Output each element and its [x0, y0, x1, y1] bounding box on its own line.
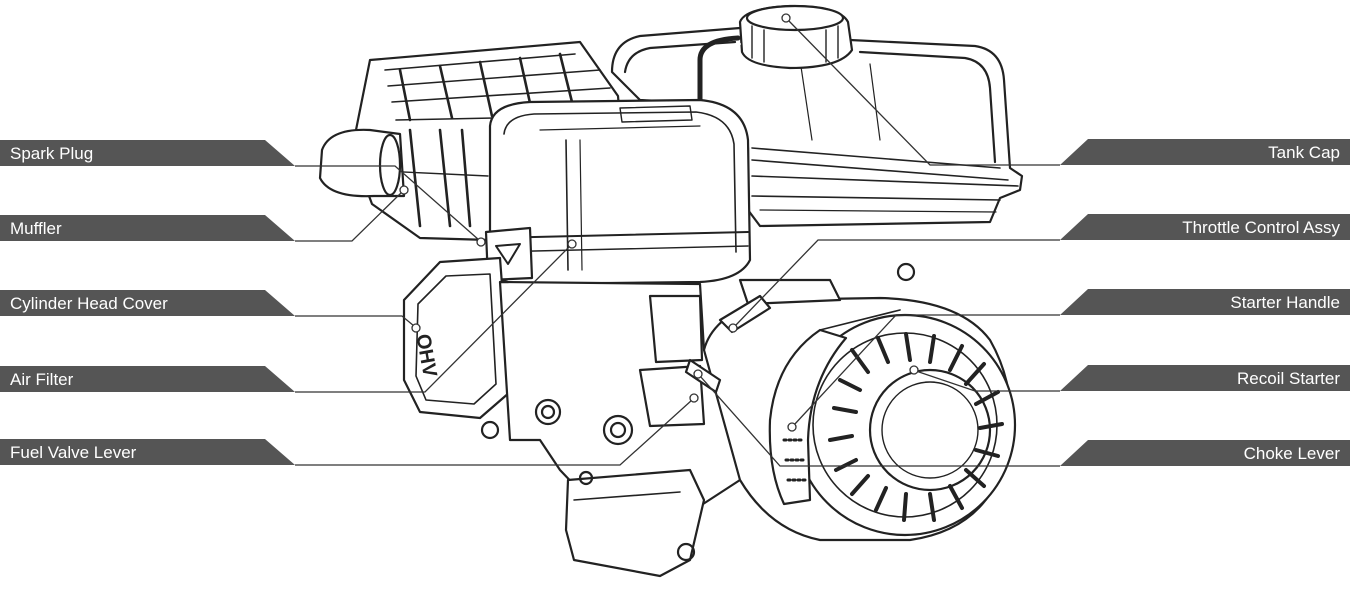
dot-throttle-control	[728, 323, 738, 333]
base-mount-drawing	[564, 468, 706, 578]
dot-fuel-valve-lever	[689, 393, 699, 403]
label-text: Throttle Control Assy	[1182, 218, 1340, 237]
leader-fuel-valve-lever	[295, 399, 693, 466]
leader-starter-handle	[793, 314, 1060, 426]
label-text: Tank Cap	[1268, 143, 1340, 162]
engine-illustration: OHV	[318, 4, 1024, 578]
label-fuel-valve-lever: Fuel Valve Lever	[0, 439, 295, 465]
label-text: Fuel Valve Lever	[10, 443, 137, 462]
label-cylinder-head-cover: Cylinder Head Cover	[0, 290, 295, 316]
label-throttle-control-assy: Throttle Control Assy	[1060, 214, 1350, 240]
label-text: Muffler	[10, 219, 62, 238]
leader-tank-cap	[787, 19, 1060, 166]
label-text: Air Filter	[10, 370, 74, 389]
label-choke-lever: Choke Lever	[1060, 440, 1350, 466]
label-spark-plug: Spark Plug	[0, 140, 295, 166]
tank-cap-drawing	[697, 4, 854, 113]
label-muffler: Muffler	[0, 215, 295, 241]
throttle-linkage-drawing	[684, 262, 916, 394]
crankcase-drawing	[480, 280, 742, 514]
leader-air-filter	[295, 245, 571, 393]
label-text: Spark Plug	[10, 144, 93, 163]
dot-choke-lever	[693, 369, 703, 379]
dot-spark-plug	[476, 237, 486, 247]
label-text: Recoil Starter	[1237, 369, 1340, 388]
leader-choke-lever	[699, 375, 1060, 467]
dot-recoil-starter	[909, 365, 919, 375]
leader-spark-plug	[295, 165, 480, 241]
label-text: Starter Handle	[1230, 293, 1340, 312]
dot-cylinder-head-cover	[411, 323, 421, 333]
cylinder-head-cover-drawing: OHV	[402, 256, 512, 420]
dot-starter-handle	[787, 422, 797, 432]
starter-grille-slots	[828, 332, 1004, 522]
dot-tank-cap	[781, 13, 791, 23]
label-tank-cap: Tank Cap	[1060, 139, 1350, 165]
label-text: Cylinder Head Cover	[10, 294, 168, 313]
label-text: Choke Lever	[1244, 444, 1341, 463]
label-recoil-starter: Recoil Starter	[1060, 365, 1350, 391]
leader-throttle-control	[734, 239, 1060, 327]
label-starter-handle: Starter Handle	[1060, 289, 1350, 315]
air-filter-drawing	[484, 98, 752, 286]
dot-muffler	[399, 185, 409, 195]
leader-cylinder-head-cover	[295, 315, 415, 327]
leader-recoil-starter	[915, 370, 1060, 392]
leader-muffler	[295, 191, 403, 242]
label-air-filter: Air Filter	[0, 366, 295, 392]
dot-air-filter	[567, 239, 577, 249]
recoil-starter-drawing	[702, 296, 1017, 542]
